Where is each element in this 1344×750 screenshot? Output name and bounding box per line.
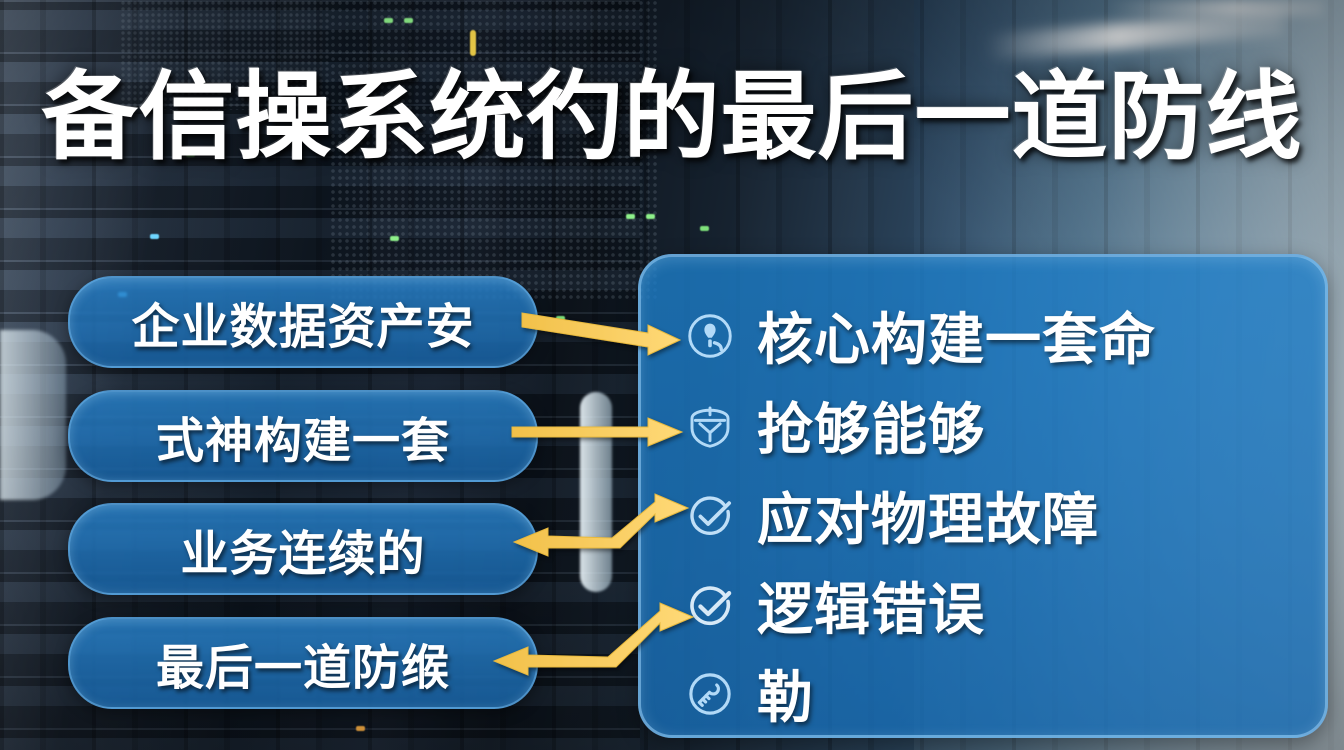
left-pill-2[interactable]: 式神构建一套 (68, 390, 538, 482)
alert-circle-icon (683, 309, 737, 363)
shield-helmet-icon (683, 399, 737, 453)
status-led-icon (470, 30, 476, 56)
right-panel-item-4[interactable]: 逻辑错误 (683, 565, 985, 646)
right-panel-item-2-label: 抢够能够 (757, 398, 985, 463)
left-pill-1-label: 企业数据资产安 (131, 299, 475, 355)
status-led-icon (356, 726, 365, 731)
status-led-icon (646, 214, 655, 219)
status-led-icon (150, 234, 159, 239)
status-led-icon (390, 236, 399, 241)
left-pill-3[interactable]: 业务连续的 (68, 503, 538, 595)
left-pill-3-label: 业务连续的 (180, 526, 426, 582)
right-panel-item-5-label: 勒 (757, 666, 814, 731)
status-led-icon (700, 226, 709, 231)
right-panel-item-3[interactable]: 应对物理故障 (683, 475, 1099, 556)
right-panel-item-5[interactable]: 勒 (683, 653, 814, 734)
background-mesh-panel-secondary (120, 0, 330, 110)
right-feature-panel: 核心构建一套命 抢够能够 应对物理故障 (638, 254, 1328, 738)
check-circle-icon (683, 489, 737, 543)
right-panel-item-3-label: 应对物理故障 (757, 488, 1099, 553)
right-panel-item-4-label: 逻辑错误 (757, 578, 985, 643)
ceiling-light-secondary-icon (1104, 0, 1324, 16)
right-panel-item-1-label: 核心构建一套命 (757, 308, 1156, 373)
status-led-icon (384, 18, 393, 23)
cabinet-door-icon (0, 330, 66, 500)
page-title: 备信操系统彴的最后一道防线 (41, 61, 1303, 173)
check-circle-icon (683, 579, 737, 633)
left-pill-4[interactable]: 最后一道防缑 (68, 617, 538, 709)
right-panel-item-2[interactable]: 抢够能够 (683, 385, 985, 466)
status-led-icon (186, 152, 195, 157)
lock-circle-icon (683, 667, 737, 721)
left-pill-1[interactable]: 企业数据资产安 (68, 276, 538, 368)
left-pill-2-label: 式神构建一套 (155, 413, 450, 469)
background-mesh-panel (330, 0, 660, 300)
status-led-icon (626, 214, 635, 219)
status-led-icon (404, 18, 413, 23)
right-panel-item-1[interactable]: 核心构建一套命 (683, 295, 1156, 376)
left-pill-4-label: 最后一道防缑 (155, 640, 450, 696)
